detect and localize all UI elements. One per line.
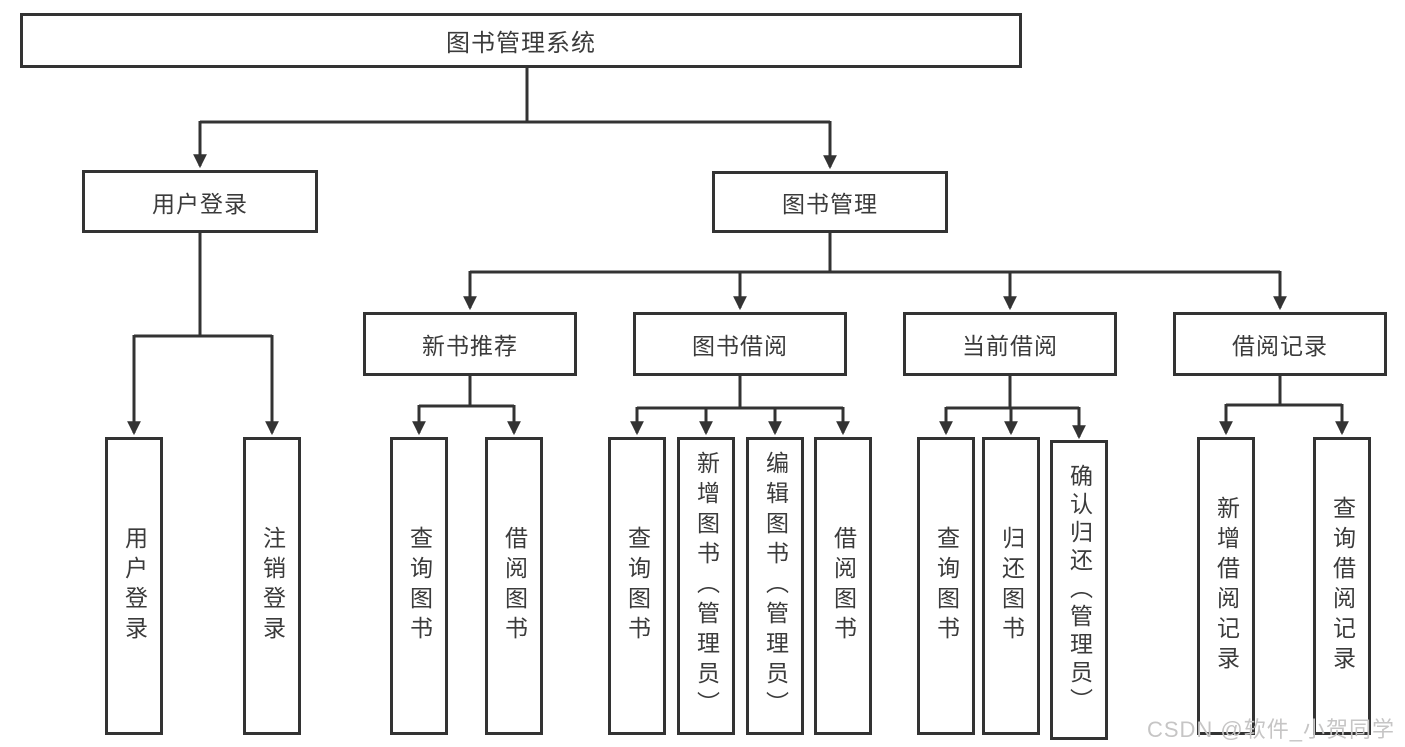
leaf-logout-label: 注销登录 <box>259 526 286 646</box>
leaf-confirm-return-admin-label: 确认归还（管理员） <box>1066 464 1093 716</box>
node-borrow-records: 借阅记录 <box>1173 312 1387 376</box>
node-book-borrow: 图书借阅 <box>633 312 847 376</box>
leaf-query-borrow-record: 查询借阅记录 <box>1313 437 1371 735</box>
leaf-borrow-books: 借阅图书 <box>814 437 872 735</box>
leaf-edit-books-admin: 编辑图书（管理员） <box>746 437 804 735</box>
leaf-user-login-label: 用户登录 <box>121 526 148 646</box>
leaf-query-books-borrow: 查询图书 <box>608 437 666 735</box>
leaf-borrow-books-label: 借阅图书 <box>830 526 857 646</box>
node-user-login: 用户登录 <box>82 170 318 233</box>
leaf-logout: 注销登录 <box>243 437 301 735</box>
node-new-book-recommend: 新书推荐 <box>363 312 577 376</box>
node-user-login-label: 用户登录 <box>152 190 248 217</box>
node-current-borrow-label: 当前借阅 <box>962 333 1058 359</box>
leaf-query-books-borrow-label: 查询图书 <box>624 526 651 646</box>
leaf-return-books-label: 归还图书 <box>998 526 1025 646</box>
leaf-query-books-recommend-label: 查询图书 <box>406 526 433 646</box>
leaf-add-books-admin-label: 新增图书（管理员） <box>693 451 720 721</box>
leaf-edit-books-admin-label: 编辑图书（管理员） <box>762 451 789 721</box>
node-current-borrow: 当前借阅 <box>903 312 1117 376</box>
leaf-query-borrow-record-label: 查询借阅记录 <box>1329 496 1356 676</box>
leaf-add-borrow-record-label: 新增借阅记录 <box>1213 496 1240 676</box>
node-new-book-recommend-label: 新书推荐 <box>422 333 518 359</box>
node-book-management-label: 图书管理 <box>782 191 878 217</box>
node-borrow-records-label: 借阅记录 <box>1232 333 1328 359</box>
leaf-user-login: 用户登录 <box>105 437 163 735</box>
leaf-return-books: 归还图书 <box>982 437 1040 735</box>
leaf-add-borrow-record: 新增借阅记录 <box>1197 437 1255 735</box>
leaf-confirm-return-admin: 确认归还（管理员） <box>1050 440 1108 740</box>
node-book-management: 图书管理 <box>712 171 948 233</box>
leaf-query-books-current: 查询图书 <box>917 437 975 735</box>
node-root-system: 图书管理系统 <box>20 13 1022 68</box>
leaf-query-books-recommend: 查询图书 <box>390 437 448 735</box>
node-root-label: 图书管理系统 <box>446 30 596 57</box>
node-book-borrow-label: 图书借阅 <box>692 333 788 359</box>
csdn-watermark: CSDN @软件_小贺同学 <box>1146 717 1395 742</box>
leaf-borrow-books-recommend: 借阅图书 <box>485 437 543 735</box>
leaf-borrow-books-recommend-label: 借阅图书 <box>501 526 528 646</box>
leaf-query-books-current-label: 查询图书 <box>933 526 960 646</box>
leaf-add-books-admin: 新增图书（管理员） <box>677 437 735 735</box>
